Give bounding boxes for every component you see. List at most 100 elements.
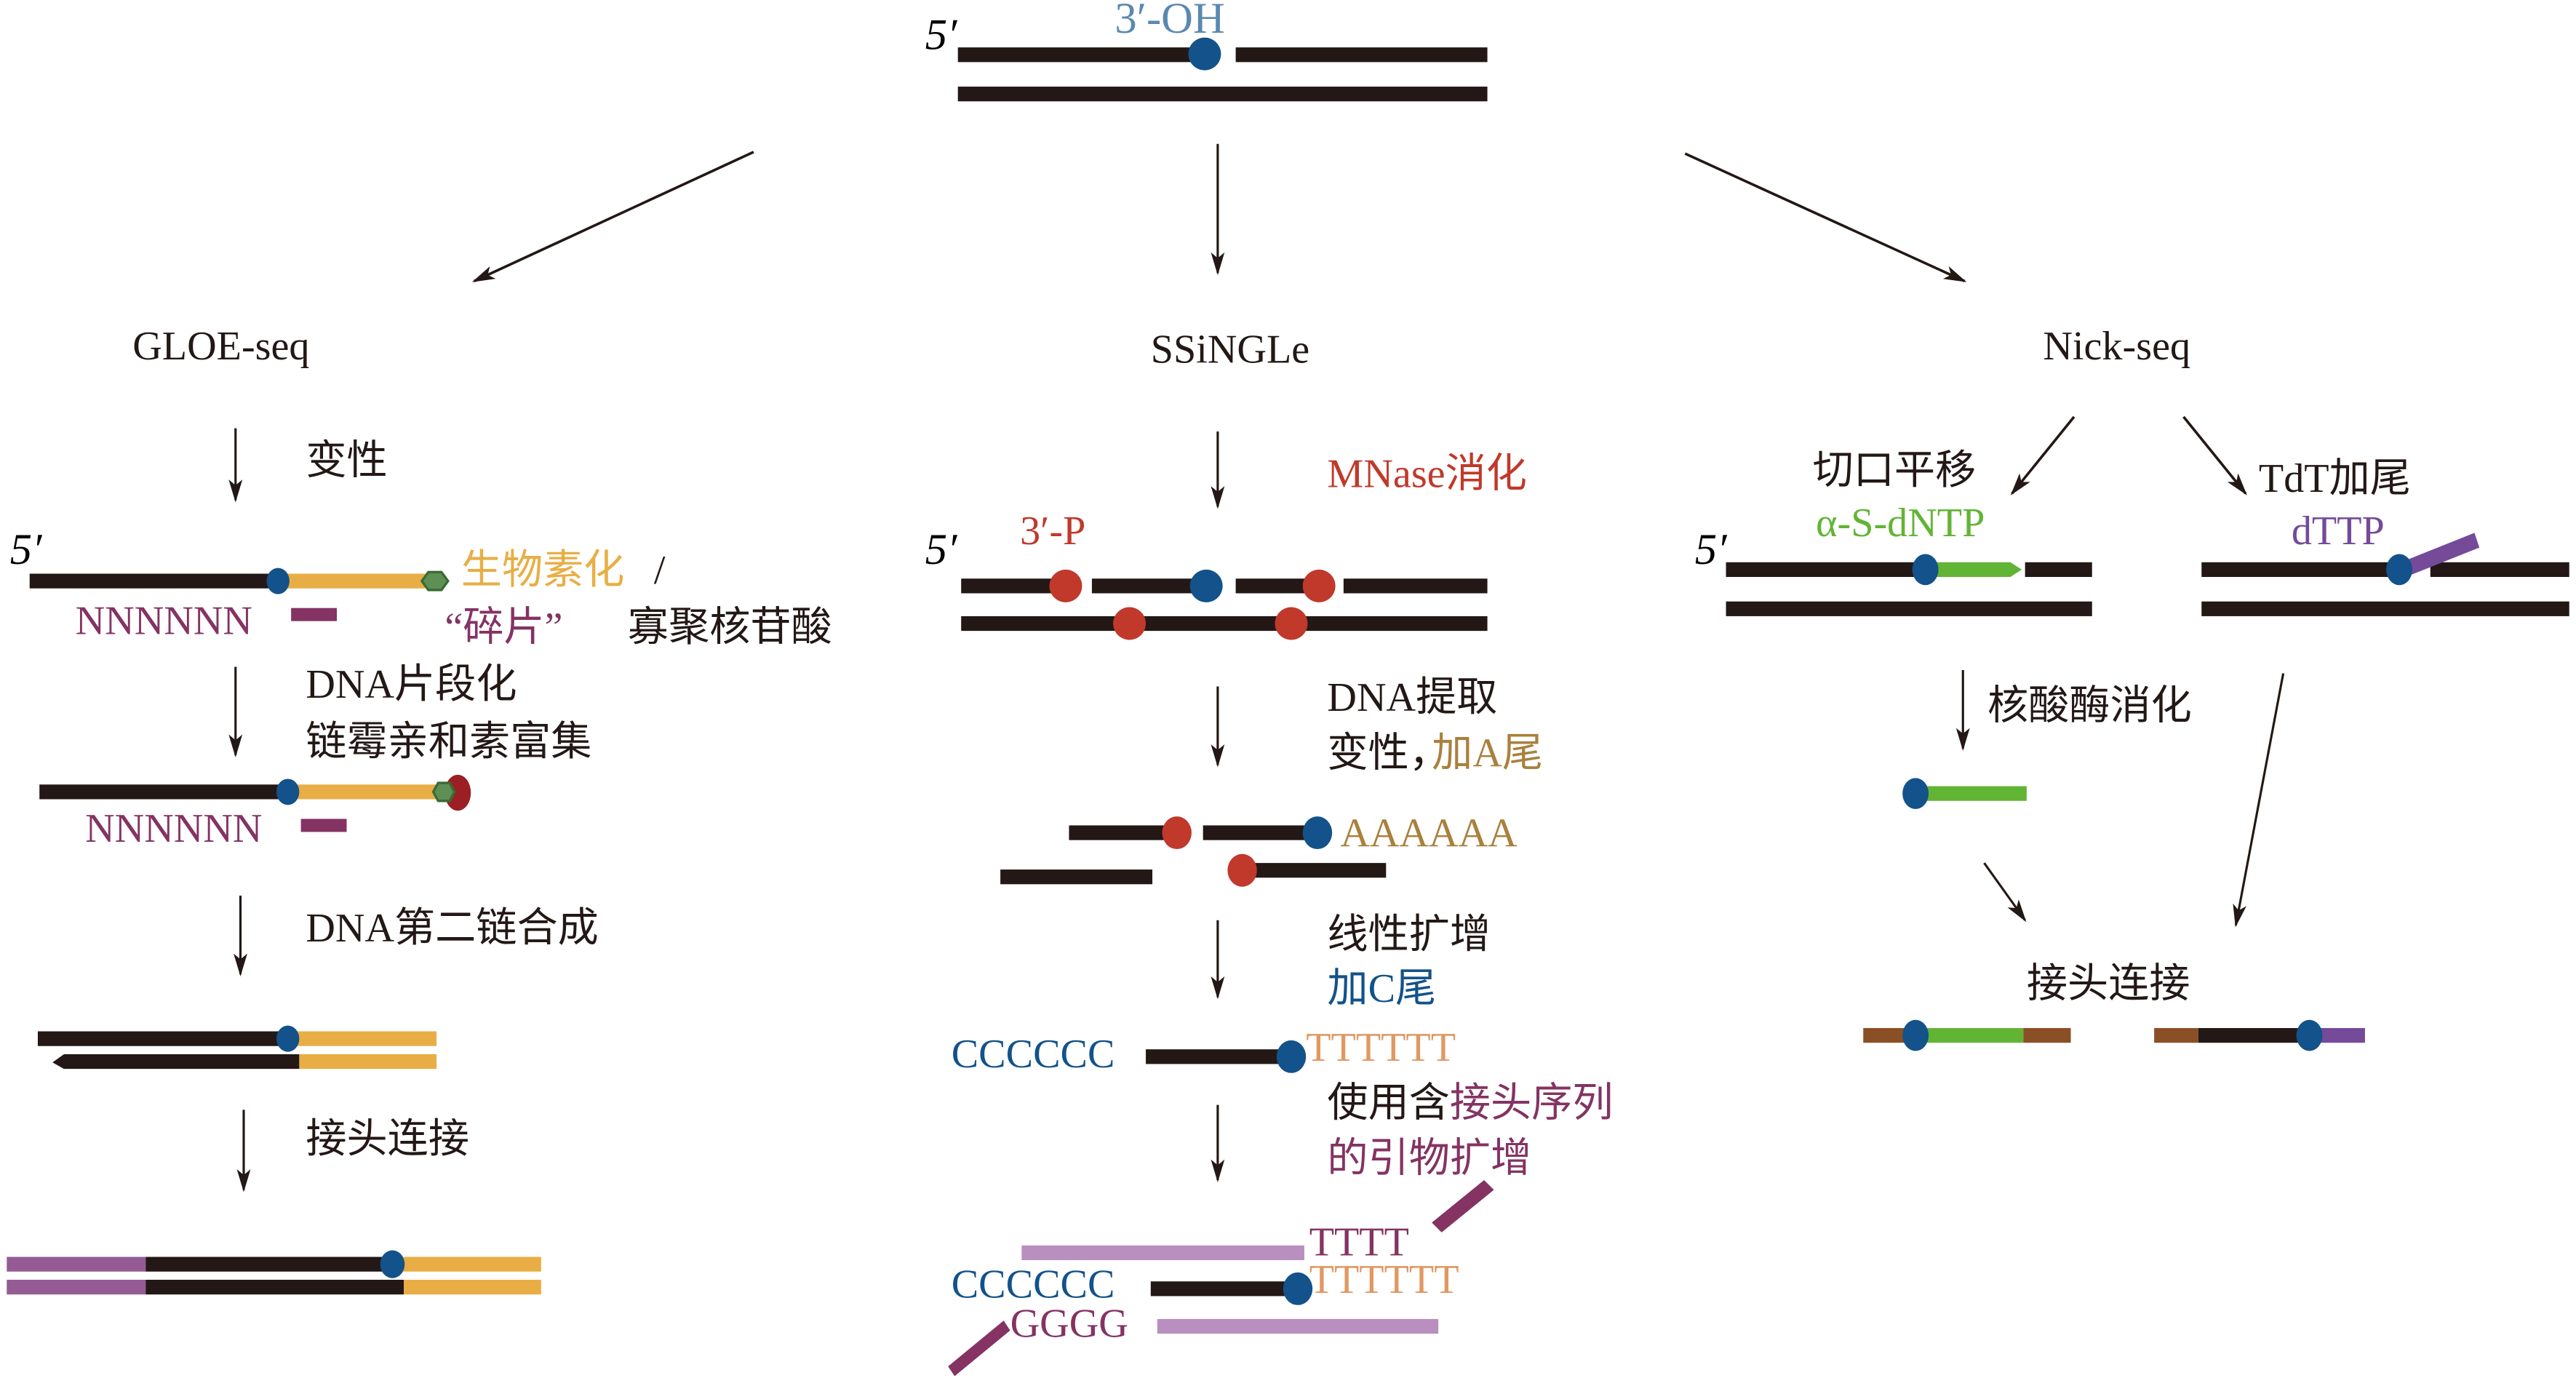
nick-final-left-green [1915, 1028, 2024, 1043]
nick-right-top-seg-2 [2430, 562, 2569, 578]
gloe-final-yellow-top [394, 1256, 541, 1272]
gloe-biotin-strand [278, 573, 428, 589]
ssingle-top-seg-3 [1235, 578, 1321, 594]
ssingle-step-primer-amp: 的引物扩增 [1327, 1136, 1531, 1182]
ssingle-frag-phosphate-1 [1162, 816, 1192, 850]
ssingle-nick-dot [1189, 569, 1223, 602]
ssingle-poly-t-2: TTTTTT [1309, 1257, 1459, 1302]
nick-green-extension-arrow [1925, 562, 2022, 578]
gloe-nick-dot [266, 567, 290, 594]
gloe-dna-strand-2 [39, 784, 288, 800]
top-3oh-label: 3′-OH [1114, 0, 1224, 43]
gloe-final-adapter-bottom [7, 1279, 146, 1295]
top-strand-left-segment [957, 47, 1200, 63]
ssingle-poly-a: AAAAAA [1340, 811, 1518, 856]
ssingle-step-extract: DNA提取 [1327, 675, 1497, 720]
ssingle-frag-4 [1242, 863, 1387, 878]
ssingle-single-strand [1146, 1049, 1293, 1064]
ssingle-step-primer-black: 使用含 [1327, 1080, 1449, 1126]
ssingle-frag-2 [1203, 825, 1317, 840]
nick-branch-nick-translation: 切口平移 [1813, 448, 1977, 493]
ssingle-frag-phosphate-2 [1227, 853, 1257, 887]
ssingle-bottom-strand [961, 616, 1488, 632]
gloe-step-streptavidin: 链霉亲和素富集 [306, 720, 591, 765]
gloe-nnnnnn-2: NNNNNN [85, 806, 262, 851]
ssingle-primer-top [1021, 1245, 1304, 1261]
top-nicked-dna: 5′ 3′-OH [925, 0, 1488, 102]
nick-step-nuclease-digest: 核酸酶消化 [1987, 683, 2192, 728]
gloe-final-yellow-bottom [404, 1279, 541, 1295]
ssingle-poly-t-primer: TTTT [1309, 1219, 1409, 1264]
top-five-prime-label: 5′ [925, 10, 957, 59]
nick-left-top-seg-1 [1726, 562, 1926, 578]
nick-left-top-seg-2 [2025, 562, 2092, 578]
nick-final-right-adapter [2154, 1028, 2198, 1043]
ssingle-phosphate-dot-4 [1275, 607, 1308, 640]
gloe-biotin-slash: / [654, 548, 666, 593]
gloe-biotin-tag-icon-2 [431, 781, 456, 802]
nick-digested-nick-dot [1902, 778, 1929, 809]
arrow-to-nick-seq [1684, 152, 1967, 283]
gloe-fragment-oligo-2 [300, 819, 347, 832]
ssingle-3p-label: 3′-P [1020, 509, 1085, 554]
gloe-ds-bottom-black-arrow [52, 1054, 300, 1070]
nick-seq-column: Nick-seq 切口平移 TdT加尾 α-S-dNTP dTTP 5′ 核酸酶… [1695, 324, 2569, 1051]
ssingle-step-add-c-tail: 加C尾 [1327, 966, 1436, 1011]
gloe-ds-bottom-yellow [299, 1054, 437, 1070]
gloe-fragment-label: “碎片” [444, 605, 562, 650]
ssingle-primer-bottom [1157, 1318, 1439, 1334]
gloe-biotin-strand-2 [291, 784, 442, 800]
ssingle-step-primer-adapter: 接头序列 [1450, 1080, 1614, 1126]
gloe-ds-nick-dot [276, 1025, 300, 1052]
ssingle-template-nick-dot [1283, 1272, 1313, 1305]
ssingle-primer-adapter-top [1432, 1179, 1494, 1232]
ssingle-frag-nick-dot [1302, 816, 1333, 850]
ssingle-column: SSiNGLe MNase消化 5′ 3′-P DNA提取 变性， 加A尾 AA… [925, 327, 1614, 1377]
gloe-nick-dot-2 [276, 778, 300, 805]
gloe-final-nick-dot [380, 1250, 405, 1278]
ssingle-step-add-a-tail: 加A尾 [1432, 731, 1543, 776]
nick-final-right-tail [2309, 1028, 2365, 1043]
gloe-step-denature: 变性 [306, 438, 387, 483]
arrow-to-gloe-seq [471, 151, 754, 283]
gloe-step-second-strand: DNA第二链合成 [306, 906, 598, 951]
nick-digested-fragment [1915, 786, 2027, 801]
nick-tdt-tail [2401, 533, 2480, 578]
ssingle-five-prime-label: 5′ [925, 525, 957, 574]
nick-final-left-adapter-1 [1863, 1028, 1916, 1043]
nick-right-bottom-strand [2201, 601, 2569, 616]
nick-left-bottom-strand [1726, 601, 2092, 616]
ssingle-phosphate-dot-1 [1049, 569, 1082, 602]
gloe-oligo-label: 寡聚核苷酸 [628, 605, 832, 650]
ssingle-step-mnase: MNase消化 [1327, 451, 1527, 496]
ssingle-top-seg-1 [961, 578, 1068, 594]
gloe-ds-top-black [37, 1031, 287, 1046]
gloe-five-prime-label: 5′ [10, 525, 42, 574]
gloe-step-adapter-ligation: 接头连接 [306, 1117, 469, 1162]
nick-seq-title: Nick-seq [2043, 324, 2190, 369]
nick-final-right-dna [2198, 1028, 2310, 1043]
ssingle-top-seg-2 [1091, 578, 1207, 594]
ssingle-phosphate-dot-2 [1302, 569, 1336, 602]
ssingle-poly-c-2: CCCCCC [952, 1262, 1115, 1307]
ssingle-template-strand [1150, 1281, 1298, 1297]
gloe-final-dna-bottom [145, 1279, 404, 1295]
bottom-strand [957, 87, 1488, 102]
ssingle-step-denature: 变性， [1327, 731, 1449, 776]
gloe-final-adapter-top [7, 1256, 146, 1272]
ssingle-step-linear-amp: 线性扩增 [1327, 912, 1491, 957]
nick-right-nick-dot [2386, 554, 2413, 586]
ssingle-poly-t-1: TTTTTT [1306, 1025, 1456, 1070]
gloe-ds-top-yellow [286, 1031, 437, 1046]
gloe-dna-strand [29, 573, 275, 589]
ssingle-top-seg-4 [1343, 578, 1488, 594]
nick-reagent-dttp: dTTP [2292, 509, 2385, 554]
nick-final-left-adapter-2 [2023, 1028, 2071, 1043]
nick-arrow-tdt-tailing [2182, 415, 2247, 495]
nick-arrow-nick-translation [2010, 415, 2075, 495]
gloe-seq-column: GLOE-seq 变性 5′ 生物素化 / NNNNNN “碎片” 寡聚核苷酸 … [7, 324, 832, 1295]
ssingle-phosphate-dot-3 [1113, 607, 1147, 640]
nick-left-nick-dot [1912, 554, 1939, 586]
nick-five-prime-label: 5′ [1695, 525, 1727, 574]
